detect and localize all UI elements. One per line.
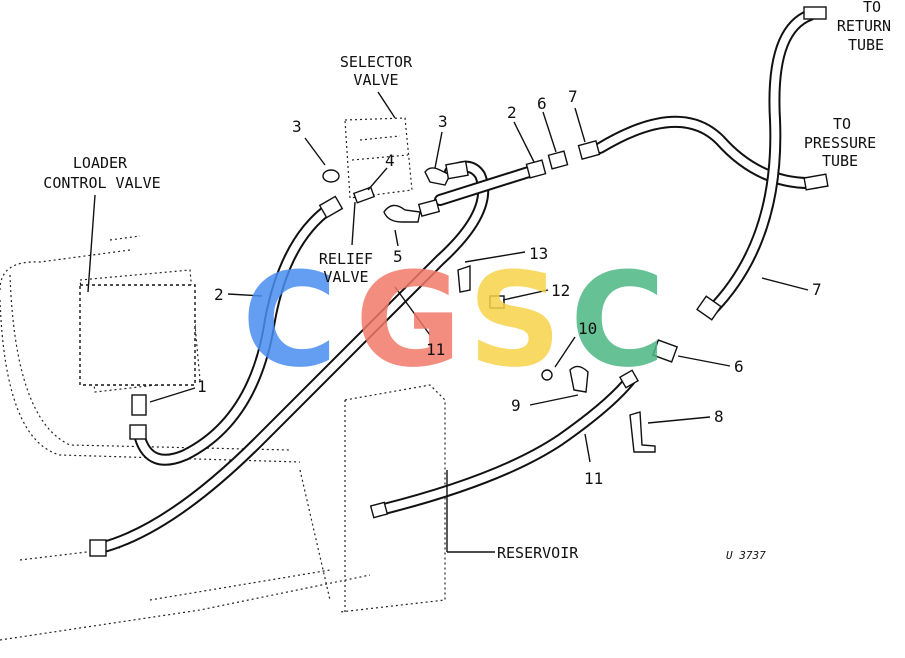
- watermark: C G S C: [242, 244, 665, 396]
- callout-8: 8: [714, 407, 724, 426]
- return-tube-label-line-2: RETURN: [837, 17, 891, 35]
- callout-12: 12: [551, 281, 570, 300]
- callout-3-left: 3: [292, 117, 302, 136]
- callout-7-right: 7: [812, 280, 822, 299]
- hoses: [94, 9, 821, 554]
- watermark-letter-1: C: [242, 244, 337, 396]
- callout-1: 1: [197, 377, 207, 396]
- pressure-tube-label-line-3: TUBE: [822, 152, 858, 170]
- callout-3-right: 3: [438, 112, 448, 131]
- callout-2-right: 2: [507, 103, 517, 122]
- watermark-letter-4: C: [570, 244, 665, 396]
- callout-2-left: 2: [214, 285, 224, 304]
- return-tube-label-line-3: TUBE: [848, 36, 884, 54]
- reservoir-label: RESERVOIR: [497, 544, 579, 562]
- loader-control-valve-label-line-2: CONTROL VALVE: [43, 174, 160, 192]
- selector-valve-label-line-2: VALVE: [353, 71, 398, 89]
- selector-valve-label-line-1: SELECTOR: [340, 53, 413, 71]
- relief-valve-label-line-1: RELIEF: [319, 250, 373, 268]
- callout-10: 10: [578, 319, 597, 338]
- callout-11-center: 11: [426, 340, 445, 359]
- pressure-tube-label-line-2: PRESSURE: [804, 134, 876, 152]
- return-tube-label-line-1: TO: [863, 0, 881, 16]
- callout-9: 9: [511, 396, 521, 415]
- callout-6-top: 6: [537, 94, 547, 113]
- relief-valve-label-line-2: VALVE: [323, 268, 368, 286]
- fittings: [79, 6, 829, 557]
- watermark-letter-3: S: [468, 244, 562, 396]
- callout-6-lower: 6: [734, 357, 744, 376]
- watermark-letter-2: G: [355, 244, 462, 396]
- callout-5: 5: [393, 247, 403, 266]
- callout-4: 4: [385, 151, 395, 170]
- figure-id: U 3737: [726, 549, 766, 562]
- pressure-tube-label-line-1: TO: [833, 115, 851, 133]
- component-labels: LOADER CONTROL VALVE SELECTOR VALVE RELI…: [43, 0, 891, 562]
- callout-11-lower: 11: [584, 469, 603, 488]
- callout-13: 13: [529, 244, 548, 263]
- callout-7-top: 7: [568, 87, 578, 106]
- leader-lines: [87, 91, 809, 553]
- loader-control-valve-label-line-1: LOADER: [73, 154, 128, 172]
- callout-numbers: 2 1 3 3 4 5 2 6 7 13 12 10 11 9 11 6 8 7: [197, 87, 822, 488]
